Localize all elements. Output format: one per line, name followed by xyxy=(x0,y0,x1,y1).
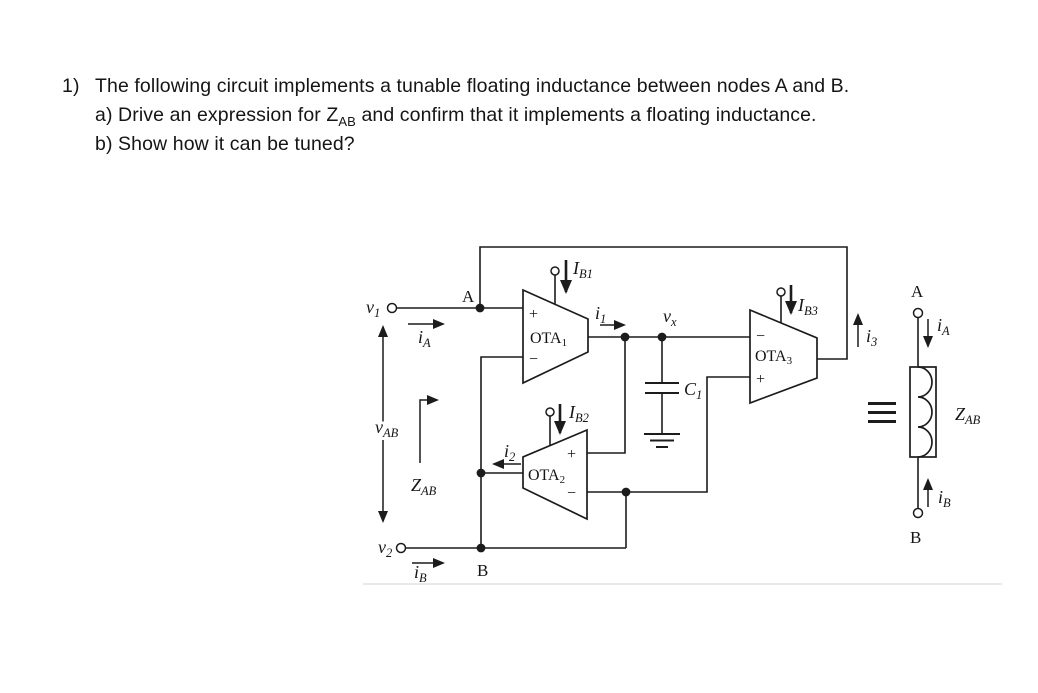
current-arrows xyxy=(378,313,863,568)
ota2-minus-junction-dot xyxy=(621,487,631,497)
wires xyxy=(397,246,848,549)
ota1-label: OTA1 xyxy=(530,330,567,349)
ota3-bias-label: IB3 xyxy=(797,295,818,318)
ota1: + − OTA1 IB1 xyxy=(522,258,593,385)
ota2-body xyxy=(522,428,588,521)
ota2-plus-sign: + xyxy=(567,446,576,463)
capacitor-c1 xyxy=(645,382,679,394)
node-b-dot xyxy=(476,543,486,553)
equiv-terminal-b xyxy=(912,507,924,519)
inductor-coil-icon xyxy=(917,366,933,458)
equiv-node-a-label: A xyxy=(911,282,924,301)
junction-dots xyxy=(475,303,667,553)
problem-line2-pre: a) Drive an expression for Z xyxy=(95,104,339,126)
i2-label: i2 xyxy=(504,441,515,464)
ota2-label: OTA2 xyxy=(528,467,565,486)
c1-label: C1 xyxy=(684,379,702,402)
ota2-output-junction-dot xyxy=(476,468,486,478)
ota3: − + OTA3 IB3 xyxy=(749,285,818,405)
wire-feedback-ota3-to-a xyxy=(479,246,848,360)
ib-label: iB xyxy=(414,562,427,585)
wire-vx-to-ota2-plus xyxy=(587,337,626,454)
wire-ota1-minus-to-b xyxy=(480,356,523,548)
problem-line-3: b) Show how it can be tuned? xyxy=(95,133,355,155)
ota3-body xyxy=(749,308,818,405)
ia-label: iA xyxy=(418,327,431,350)
v1-terminal xyxy=(386,302,398,314)
vx-junction-dot-1 xyxy=(620,332,630,342)
equivalent-circuit: A B iA iB ZAB xyxy=(868,282,981,547)
ota1-body xyxy=(522,288,589,385)
equiv-terminal-a xyxy=(912,307,924,319)
node-a-label: A xyxy=(462,287,475,306)
problem-line-1: 1) The following circuit implements a tu… xyxy=(62,72,849,101)
problem-statement: 1) The following circuit implements a tu… xyxy=(62,72,849,159)
v2-label: v2 xyxy=(378,537,392,560)
ota1-bias-terminal xyxy=(550,266,560,276)
ota1-bias-label: IB1 xyxy=(572,258,593,281)
i1-label: i1 xyxy=(595,303,606,326)
equiv-ib-label: iB xyxy=(938,487,951,510)
problem-line2-post: and confirm that it implements a floatin… xyxy=(355,104,817,126)
ota3-minus-sign: − xyxy=(756,328,765,345)
ota3-plus-sign: + xyxy=(756,371,765,388)
problem-number: 1) xyxy=(62,75,80,97)
ota3-bias-terminal xyxy=(776,287,786,297)
vx-junction-dot-2 xyxy=(657,332,667,342)
problem-line-2: a) Drive an expression for ZAB and confi… xyxy=(95,101,849,130)
ota2-bias-label: IB2 xyxy=(568,402,589,425)
v1-label: v1 xyxy=(366,297,380,320)
v2-terminal xyxy=(395,542,407,554)
equivalence-icon xyxy=(868,402,896,423)
ota3-label: OTA3 xyxy=(755,348,793,367)
equiv-zab-label: ZAB xyxy=(955,404,981,427)
node-b-label: B xyxy=(477,561,488,580)
zab-label: ZAB xyxy=(411,475,437,498)
equiv-ia-label: iA xyxy=(937,315,950,338)
problem-line2-subscript: AB xyxy=(338,113,356,129)
wire-ota3-plus-to-ota2-minus xyxy=(587,376,750,493)
equiv-node-b-label: B xyxy=(910,528,921,547)
vx-label: vx xyxy=(663,306,677,329)
impedance-box xyxy=(909,366,937,458)
circuit-labels: A B v1 v2 iA i1 i2 i3 iB vAB ZAB vx C1 xyxy=(366,287,877,585)
ota1-plus-sign: + xyxy=(529,306,538,323)
ground-icon xyxy=(644,433,680,448)
node-a-dot xyxy=(475,303,485,313)
vab-label: vAB xyxy=(375,417,399,440)
ota2-minus-sign: − xyxy=(567,485,576,502)
ota2: + − OTA2 IB2 xyxy=(522,402,589,521)
i3-label: i3 xyxy=(866,326,877,349)
zab-bent-arrow xyxy=(419,395,439,463)
ota1-minus-sign: − xyxy=(529,351,538,368)
problem-line1-text: The following circuit implements a tunab… xyxy=(95,75,850,97)
ota2-bias-terminal xyxy=(545,407,555,417)
